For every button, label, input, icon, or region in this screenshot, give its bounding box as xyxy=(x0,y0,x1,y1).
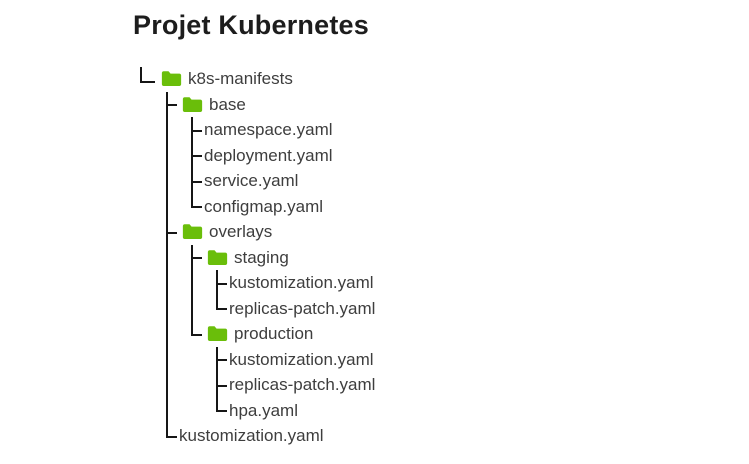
folder-icon xyxy=(161,70,182,87)
file-label: hpa.yaml xyxy=(229,400,298,420)
tree-row: kustomization.yaml xyxy=(229,270,375,296)
tree-row: base xyxy=(179,92,375,118)
tree-row: replicas-patch.yaml xyxy=(229,372,375,398)
file-tree: k8s-manifests base namespace.yaml xyxy=(140,66,375,449)
file-label: replicas-patch.yaml xyxy=(229,298,376,318)
tree-row: staging xyxy=(204,245,375,271)
tree-node-deployment-yaml: deployment.yaml xyxy=(191,142,375,169)
tree-row: kustomization.yaml xyxy=(179,423,375,449)
tree-node-production-replicas-patch-yaml: replicas-patch.yaml xyxy=(216,372,375,398)
tree-node-root-kustomization-yaml: kustomization.yaml xyxy=(166,423,375,449)
children-of-k8s-manifests: base namespace.yaml deployment.yaml xyxy=(166,91,375,449)
children-of-staging: kustomization.yaml replicas-patch.yaml xyxy=(216,270,375,321)
tree-node-staging-replicas-patch-yaml: replicas-patch.yaml xyxy=(216,295,375,322)
tree-node-service-yaml: service.yaml xyxy=(191,168,375,194)
folder-icon xyxy=(207,325,228,342)
file-label: kustomization.yaml xyxy=(229,349,374,369)
tree-row: overlays xyxy=(179,219,375,245)
file-label: namespace.yaml xyxy=(204,120,333,140)
tree-row: deployment.yaml xyxy=(204,143,375,169)
tree-row: production xyxy=(204,321,375,347)
file-label: configmap.yaml xyxy=(204,196,324,216)
tree-row: hpa.yaml xyxy=(229,398,375,424)
tree-row: kustomization.yaml xyxy=(229,347,375,373)
folder-label: staging xyxy=(234,247,289,267)
root-elbow-connector xyxy=(140,67,155,84)
folder-icon xyxy=(207,249,228,266)
file-label: deployment.yaml xyxy=(204,145,333,165)
children-of-base: namespace.yaml deployment.yaml service.y… xyxy=(191,117,375,219)
folder-icon xyxy=(182,223,203,240)
tree-row: namespace.yaml xyxy=(204,117,375,143)
tree-node-overlays: overlays staging xyxy=(166,219,375,423)
folder-label: base xyxy=(209,94,246,114)
file-label: kustomization.yaml xyxy=(179,426,324,446)
tree-row: replicas-patch.yaml xyxy=(229,296,375,322)
tree-node-staging: staging kustomization.yaml xyxy=(191,244,375,322)
tree-node-production: production kustomization.yaml xyxy=(191,321,375,423)
folder-label: overlays xyxy=(209,222,273,242)
tree-row: service.yaml xyxy=(204,168,375,194)
children-of-overlays: staging kustomization.yaml xyxy=(191,244,375,424)
file-label: replicas-patch.yaml xyxy=(229,375,376,395)
file-label: kustomization.yaml xyxy=(229,273,374,293)
file-label: service.yaml xyxy=(204,171,299,191)
folder-label: k8s-manifests xyxy=(188,69,293,89)
tree-node-staging-kustomization-yaml: kustomization.yaml xyxy=(216,270,375,296)
tree-row: configmap.yaml xyxy=(204,194,375,220)
tree-node-namespace-yaml: namespace.yaml xyxy=(191,117,375,143)
tree-row: k8s-manifests xyxy=(140,66,375,92)
page-title: Projet Kubernetes xyxy=(133,10,369,40)
folder-icon xyxy=(182,96,203,113)
tree-node-configmap-yaml: configmap.yaml xyxy=(191,193,375,220)
children-of-production: kustomization.yaml replicas-patch.yaml xyxy=(216,346,375,424)
folder-label: production xyxy=(234,324,314,344)
tree-node-base: base namespace.yaml deployment.yaml xyxy=(166,91,375,220)
tree-node-k8s-manifests: k8s-manifests base namespace.yaml xyxy=(140,66,375,449)
tree-node-hpa-yaml: hpa.yaml xyxy=(216,397,375,424)
tree-node-production-kustomization-yaml: kustomization.yaml xyxy=(216,346,375,373)
